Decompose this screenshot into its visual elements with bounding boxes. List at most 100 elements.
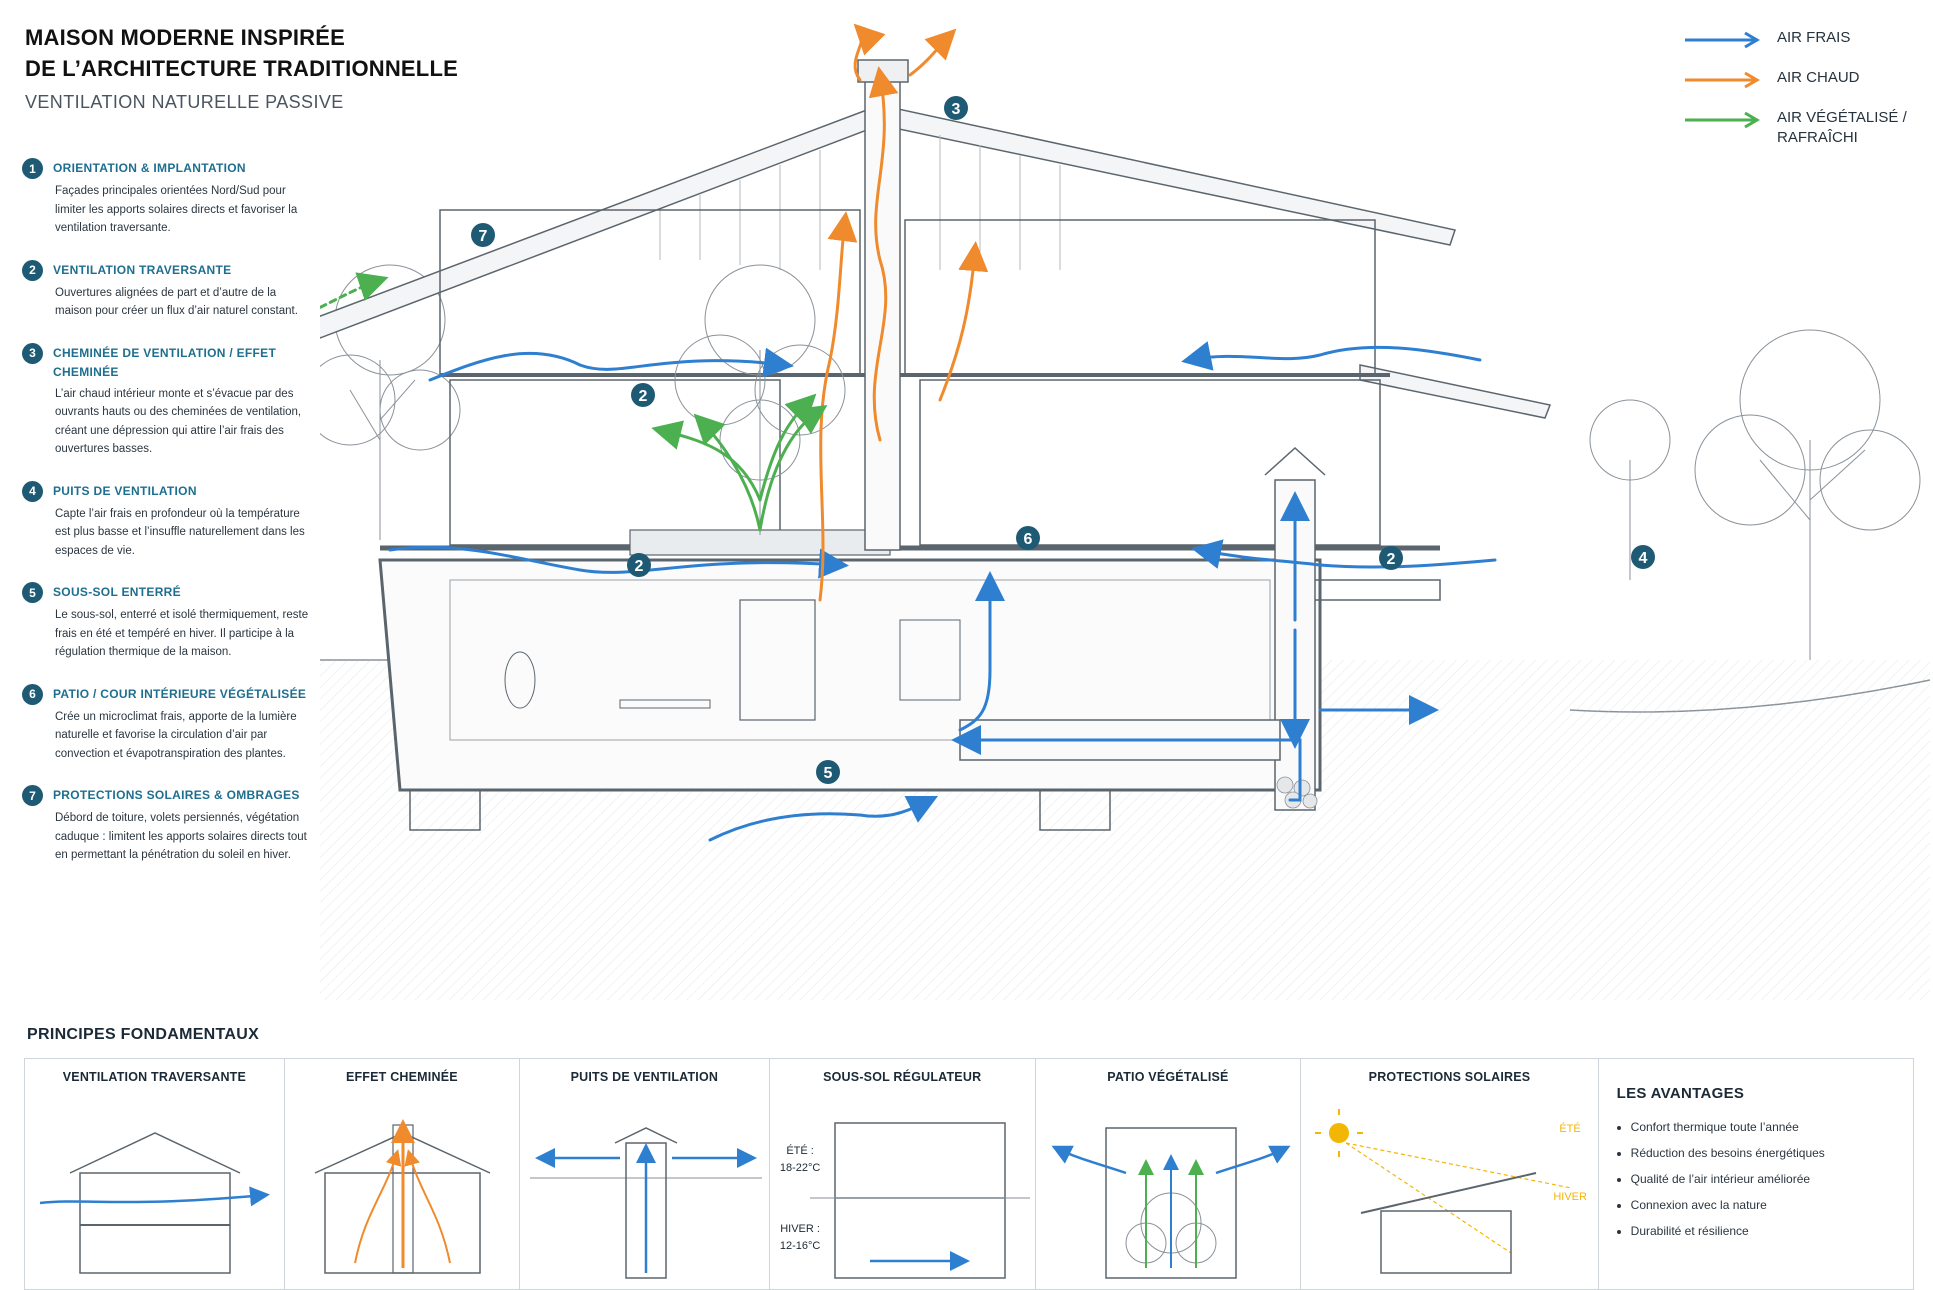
green-air-arrow-4 xyxy=(758,393,817,502)
badge-6: 6 xyxy=(1016,526,1040,550)
principle-number: 3 xyxy=(22,342,43,364)
advantage-item: Confort thermique toute l’année xyxy=(1631,1114,1913,1140)
legend: AIR FRAIS AIR CHAUD AIR VÉGÉTALISÉ / RAF… xyxy=(1683,28,1913,166)
panel-title: EFFET CHEMINÉE xyxy=(345,1070,458,1084)
summer-temp: ÉTÉ : 18-22°C xyxy=(780,1143,820,1177)
panel-patio-vegetalise: PATIO VÉGÉTALISÉ xyxy=(1036,1059,1302,1289)
tree-right xyxy=(1694,329,1921,660)
badge-label: 2 xyxy=(639,388,648,405)
principle-title: VENTILATION TRAVERSANTE xyxy=(53,262,232,277)
hot-air-arrow-chimney xyxy=(868,66,899,442)
badge-7: 7 xyxy=(471,223,495,247)
ete-temp: 18-22°C xyxy=(779,1162,821,1174)
mini-sun-protection xyxy=(1315,1109,1572,1274)
panel-title: PROTECTIONS SOLAIRES xyxy=(1368,1070,1531,1084)
advantage-item: Connexion avec la nature xyxy=(1631,1192,1913,1218)
panel-sous-sol-regulateur: SOUS-SOL RÉGULATEUR ÉTÉ : 18-22°C HIVER … xyxy=(770,1059,1036,1289)
principle-text: Débord de toiture, volets persiennés, vé… xyxy=(55,812,307,861)
green-arrow-icon xyxy=(1685,111,1760,129)
badge-label: 4 xyxy=(1639,550,1648,567)
title-line-1: MAISON MODERNE INSPIRÉE xyxy=(25,25,345,50)
fresh-air-arrow-ground-right xyxy=(1191,539,1497,569)
badge-4: 4 xyxy=(1631,545,1655,569)
legend-item-green: AIR VÉGÉTALISÉ / RAFRAÎCHI xyxy=(1683,108,1913,148)
house-section-diagram: 2 2 2 3 4 5 6 7 xyxy=(320,23,1930,1000)
hot-air-exhaust-1 xyxy=(853,23,886,82)
roof-left xyxy=(320,103,881,339)
principle-number: 4 xyxy=(22,480,43,502)
mini-basement xyxy=(809,1122,1030,1279)
legend-item-fresh: AIR FRAIS xyxy=(1683,28,1913,50)
advantages-list: Confort thermique toute l’année Réductio… xyxy=(1617,1114,1913,1244)
principles-list: 1 ORIENTATION & IMPLANTATION Façades prin… xyxy=(22,158,312,887)
blue-arrow-icon xyxy=(1685,31,1760,49)
panel-ventilation-traversante: VENTILATION TRAVERSANTE xyxy=(25,1059,285,1289)
principle-title: ORIENTATION & IMPLANTATION xyxy=(53,161,246,175)
principle-number: 1 xyxy=(22,158,43,179)
principle-number: 2 xyxy=(22,259,43,281)
roof-lower-right xyxy=(1359,364,1552,419)
hiver-temp: 12-16°C xyxy=(779,1240,821,1252)
mini-house-chimney xyxy=(314,1119,491,1274)
badge-label: 5 xyxy=(824,765,833,782)
legend-label-hot: AIR CHAUD xyxy=(1777,69,1860,86)
panel-advantages: LES AVANTAGES Confort thermique toute l’… xyxy=(1599,1059,1913,1289)
advantage-item: Réduction des besoins énergétiques xyxy=(1631,1140,1913,1166)
panel-effet-cheminee: EFFET CHEMINÉE xyxy=(285,1059,520,1289)
principle-title: PUITS DE VENTILATION xyxy=(53,483,197,498)
green-air-arrow-3 xyxy=(651,420,762,502)
legend-label-green: AIR VÉGÉTALISÉ / RAFRAÎCHI xyxy=(1777,109,1907,146)
panel-puits-ventilation: PUITS DE VENTILATION xyxy=(520,1059,770,1289)
principle-item: 1 ORIENTATION & IMPLANTATION Façades prin… xyxy=(22,158,312,238)
bottom-section-title: PRINCIPES FONDAMENTAUX xyxy=(27,1026,260,1043)
badge-label: 2 xyxy=(1387,551,1396,568)
principle-title: SOUS-SOL ENTERRÉ xyxy=(53,585,181,599)
principle-title: CHEMINÉE DE VENTILATION / EFFET CHEMINÉE xyxy=(53,345,277,379)
advantage-item: Qualité de l’air intérieur améliorée xyxy=(1631,1166,1913,1192)
principle-title: PATIO / COUR INTÉRIEURE VÉGÉTALISÉE xyxy=(53,686,307,701)
principle-number: 6 xyxy=(22,683,43,705)
panel-title: PUITS DE VENTILATION xyxy=(570,1070,719,1084)
panel-protections-solaires: PROTECTIONS SOLAIRES ÉTÉ HIVER xyxy=(1301,1059,1599,1289)
gravel xyxy=(1276,776,1318,809)
basement-jar xyxy=(504,651,536,709)
legend-item-hot: AIR CHAUD xyxy=(1683,68,1913,90)
subtitle: VENTILATION NATURELLE PASSIVE xyxy=(25,92,344,112)
badge-2-upper: 2 xyxy=(631,383,655,407)
principle-text: Façades principales orientées Nord/Sud p… xyxy=(55,185,298,234)
badge-label: 2 xyxy=(635,558,644,575)
tree-right-2 xyxy=(1589,399,1671,580)
fresh-air-arrow-duct xyxy=(951,725,1302,802)
hiver-label: HIVER : xyxy=(780,1223,820,1235)
fresh-air-arrow-ground-left xyxy=(388,545,849,579)
ground-floor-right xyxy=(919,379,1381,546)
principle-text: Crée un microclimat frais, apporte de la… xyxy=(55,710,297,760)
badge-label: 6 xyxy=(1024,531,1033,548)
badge-2-right: 2 xyxy=(1379,546,1403,570)
legend-label-fresh: AIR FRAIS xyxy=(1777,29,1851,46)
basement-door xyxy=(739,599,816,721)
fresh-air-arrow-upper-right xyxy=(1181,341,1482,371)
winter-temp: HIVER : 12-16°C xyxy=(780,1221,820,1255)
basement-bench xyxy=(619,699,711,709)
principle-item: 3 CHEMINÉE DE VENTILATION / EFFET CHEMINÉ… xyxy=(22,342,312,459)
basement-shelf xyxy=(899,619,961,701)
title-block: MAISON MODERNE INSPIRÉE DE L’ARCHITECTUR… xyxy=(25,22,545,113)
ground-floor-left xyxy=(449,379,781,546)
principle-number: 7 xyxy=(22,785,43,806)
mini-house-crossflow xyxy=(39,1132,270,1274)
principles-panels: VENTILATION TRAVERSANTE EFFET CHEMINÉE P… xyxy=(24,1058,1914,1290)
hot-air-exhaust-2 xyxy=(908,28,957,77)
badge-5: 5 xyxy=(816,760,840,784)
panel-title: PATIO VÉGÉTALISÉ xyxy=(1107,1070,1229,1084)
green-air-arrow-1 xyxy=(693,413,762,532)
badge-2-ground: 2 xyxy=(627,553,651,577)
mini-ventilation-well xyxy=(529,1127,762,1279)
advantages-title: LES AVANTAGES xyxy=(1616,1085,1745,1102)
green-air-arrow-roof xyxy=(320,272,389,310)
panel-title: SOUS-SOL RÉGULATEUR xyxy=(823,1070,982,1084)
